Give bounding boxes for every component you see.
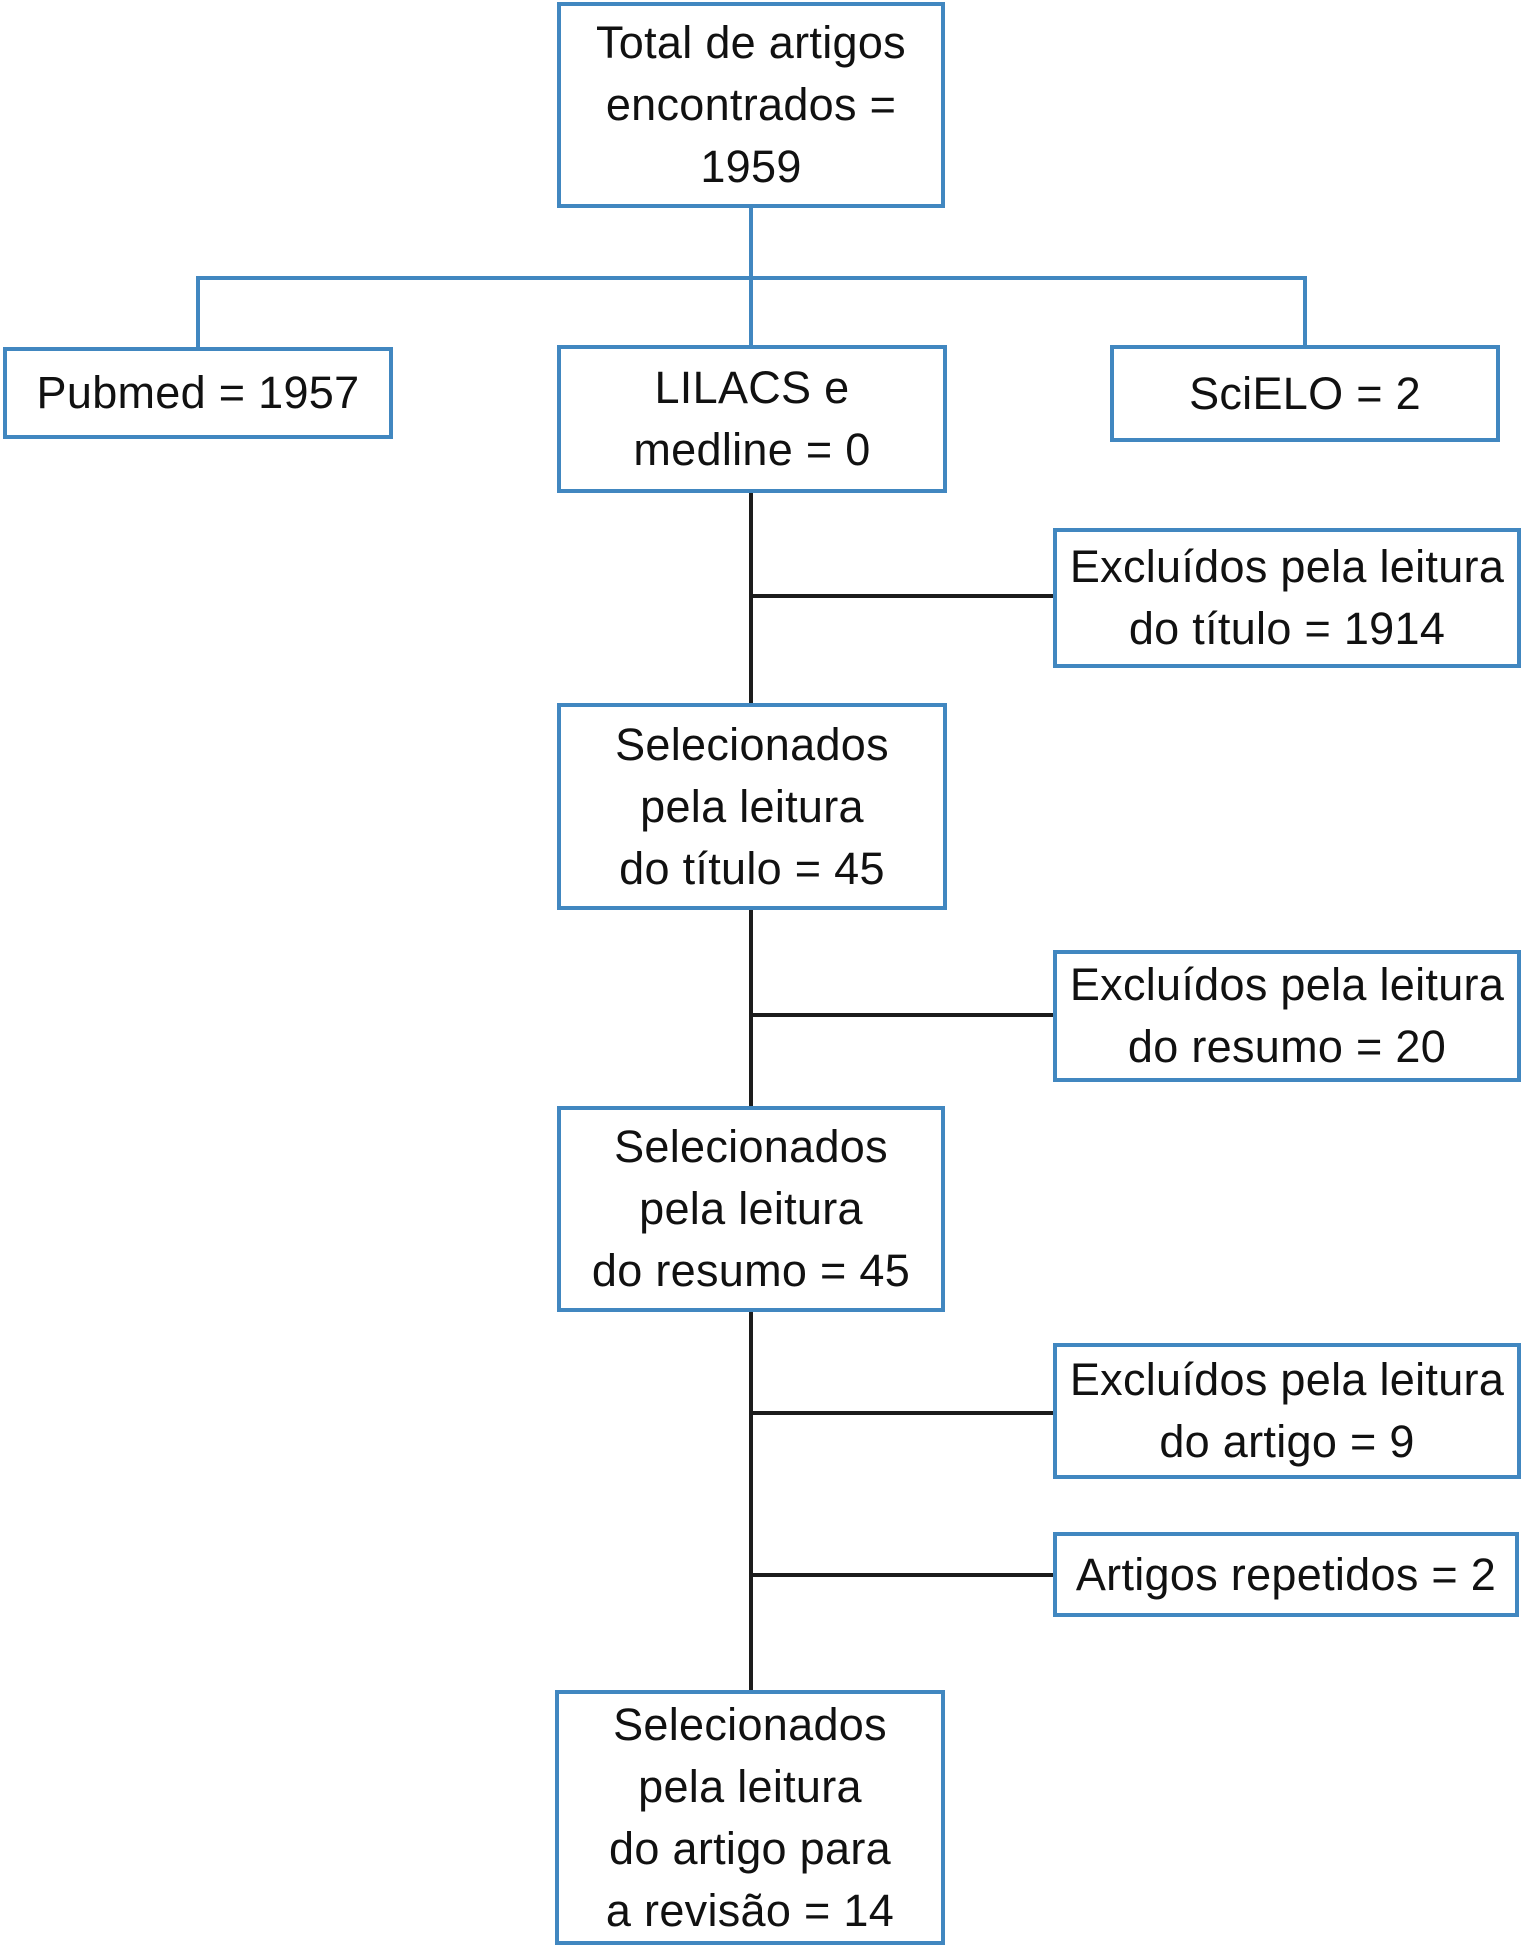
box-text-line: do resumo = 45 <box>591 1245 911 1296</box>
box-excluded-by-abstract: Excluídos pela leitura do resumo = 20 <box>1053 950 1521 1082</box>
box-text-line: do artigo para <box>609 1822 891 1874</box>
box-excluded-by-title: Excluídos pela leitura do título = 1914 <box>1053 528 1521 668</box>
box-selected-by-title: Selecionados pela leitura do título = 45 <box>557 703 947 910</box>
box-repeated-articles: Artigos repetidos = 2 <box>1053 1532 1519 1617</box>
connector-to-excluded-fulltext <box>751 1411 1053 1415</box>
connector-to-excluded-abstract <box>751 1013 1053 1017</box>
box-text-line: pela leitura <box>639 1183 863 1234</box>
box-text-line: pela leitura <box>638 1760 862 1812</box>
box-text-line: pela leitura <box>640 780 864 832</box>
box-text-line: do título = 45 <box>619 842 885 894</box>
box-text-line: Artigos repetidos = 2 <box>1075 1548 1497 1600</box>
box-text-line: encontrados = <box>605 79 897 130</box>
box-text-line: Excluídos pela leitura <box>1069 541 1505 592</box>
box-text-line: Total de artigos <box>596 17 906 68</box>
connector-to-repeated-articles <box>751 1573 1053 1577</box>
box-total-articles: Total de artigos encontrados = 1959 <box>557 2 945 208</box>
box-text-line: Selecionados <box>613 1698 887 1750</box>
connector-main-spine <box>749 489 753 1694</box>
box-text-line: medline = 0 <box>633 424 871 475</box>
box-selected-for-review: Selecionados pela leitura do artigo para… <box>555 1690 945 1945</box>
box-text-line: Excluídos pela leitura <box>1069 1354 1505 1405</box>
connector-to-excluded-title <box>751 594 1053 598</box>
connector-branch-horizontal <box>196 276 1307 280</box>
box-scielo: SciELO = 2 <box>1110 345 1500 442</box>
box-text-line: SciELO = 2 <box>1189 367 1421 419</box>
box-text-line: Pubmed = 1957 <box>36 367 360 418</box>
box-text-line: a revisão = 14 <box>605 1884 895 1936</box>
box-pubmed: Pubmed = 1957 <box>3 347 393 439</box>
connector-branch-to-scielo <box>1303 276 1307 347</box>
box-text-line: 1959 <box>700 141 802 192</box>
box-text-line: do resumo = 20 <box>1127 1021 1447 1072</box>
box-selected-by-abstract: Selecionados pela leitura do resumo = 45 <box>557 1106 945 1312</box>
connector-branch-to-pubmed <box>196 276 200 349</box>
box-text-line: Selecionados <box>615 718 889 770</box>
box-lilacs-medline: LILACS e medline = 0 <box>557 345 947 493</box>
box-text-line: Excluídos pela leitura <box>1069 959 1505 1010</box>
box-text-line: Selecionados <box>614 1121 888 1172</box>
box-text-line: LILACS e <box>654 362 850 413</box>
box-text-line: do artigo = 9 <box>1159 1416 1415 1467</box>
box-text-line: do título = 1914 <box>1128 603 1446 654</box>
box-excluded-by-fulltext: Excluídos pela leitura do artigo = 9 <box>1053 1343 1521 1479</box>
